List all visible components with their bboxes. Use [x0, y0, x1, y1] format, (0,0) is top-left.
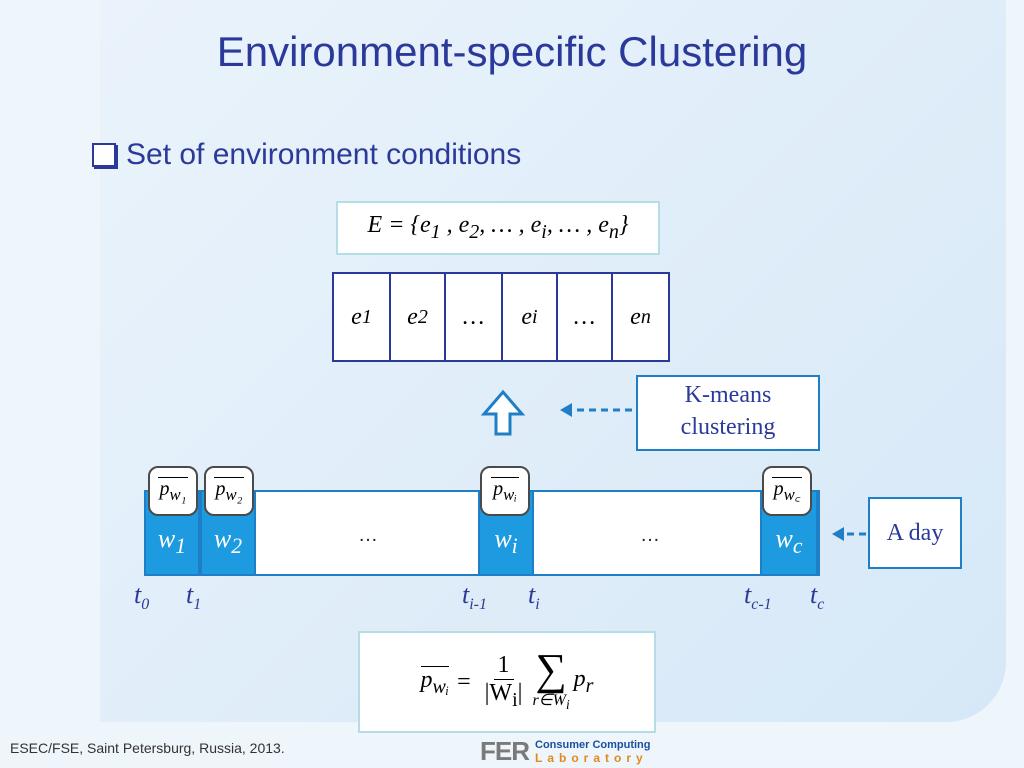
bullet-text: Set of environment conditions — [126, 138, 522, 171]
env-cell: … — [558, 274, 614, 360]
window-mean-badge: pwᵢ — [480, 466, 530, 516]
window-label: wi — [494, 524, 518, 559]
time-tick: ti-1 — [462, 580, 488, 614]
mean-formula: pwᵢ = 1|Wi| ∑r∈Wi pr — [358, 631, 656, 733]
window-label: wc — [775, 524, 803, 559]
logo-line1: Consumer Computing — [535, 738, 651, 751]
env-cell: … — [446, 274, 503, 360]
time-tick: tc-1 — [744, 580, 772, 614]
time-tick: tc — [810, 580, 825, 614]
time-tick: ti — [528, 580, 540, 614]
footer-text: ESEC/FSE, Saint Petersburg, Russia, 2013… — [10, 740, 285, 756]
lab-logo: FER Consumer Computing Laboratory — [480, 736, 651, 767]
checkbox-bullet-icon — [92, 143, 116, 167]
bullet-item: Set of environment conditions — [92, 138, 521, 172]
logo-mark: FER — [480, 736, 530, 766]
kmeans-label: K-means clustering — [636, 375, 820, 451]
arrow-head-icon — [560, 403, 572, 417]
time-tick: t0 — [134, 580, 150, 614]
window-label: w2 — [213, 524, 243, 559]
day-label: A day — [868, 497, 962, 569]
ellipsis: … — [640, 524, 660, 546]
window-mean-badge: pw₁ — [148, 466, 198, 516]
window-mean-badge: pw₂ — [204, 466, 254, 516]
logo-line2: Laboratory — [535, 750, 648, 765]
window-label: w1 — [157, 524, 187, 559]
slide-title: Environment-specific Clustering — [216, 28, 808, 75]
time-tick: t1 — [186, 580, 202, 614]
ellipsis: … — [358, 524, 378, 546]
arrow-head-icon — [832, 527, 844, 541]
window-mean-badge: pw꜀ — [762, 466, 812, 516]
up-arrow-icon — [480, 389, 526, 436]
set-formula: E = {e1 , e2, … , ei, … , en} — [336, 201, 660, 255]
